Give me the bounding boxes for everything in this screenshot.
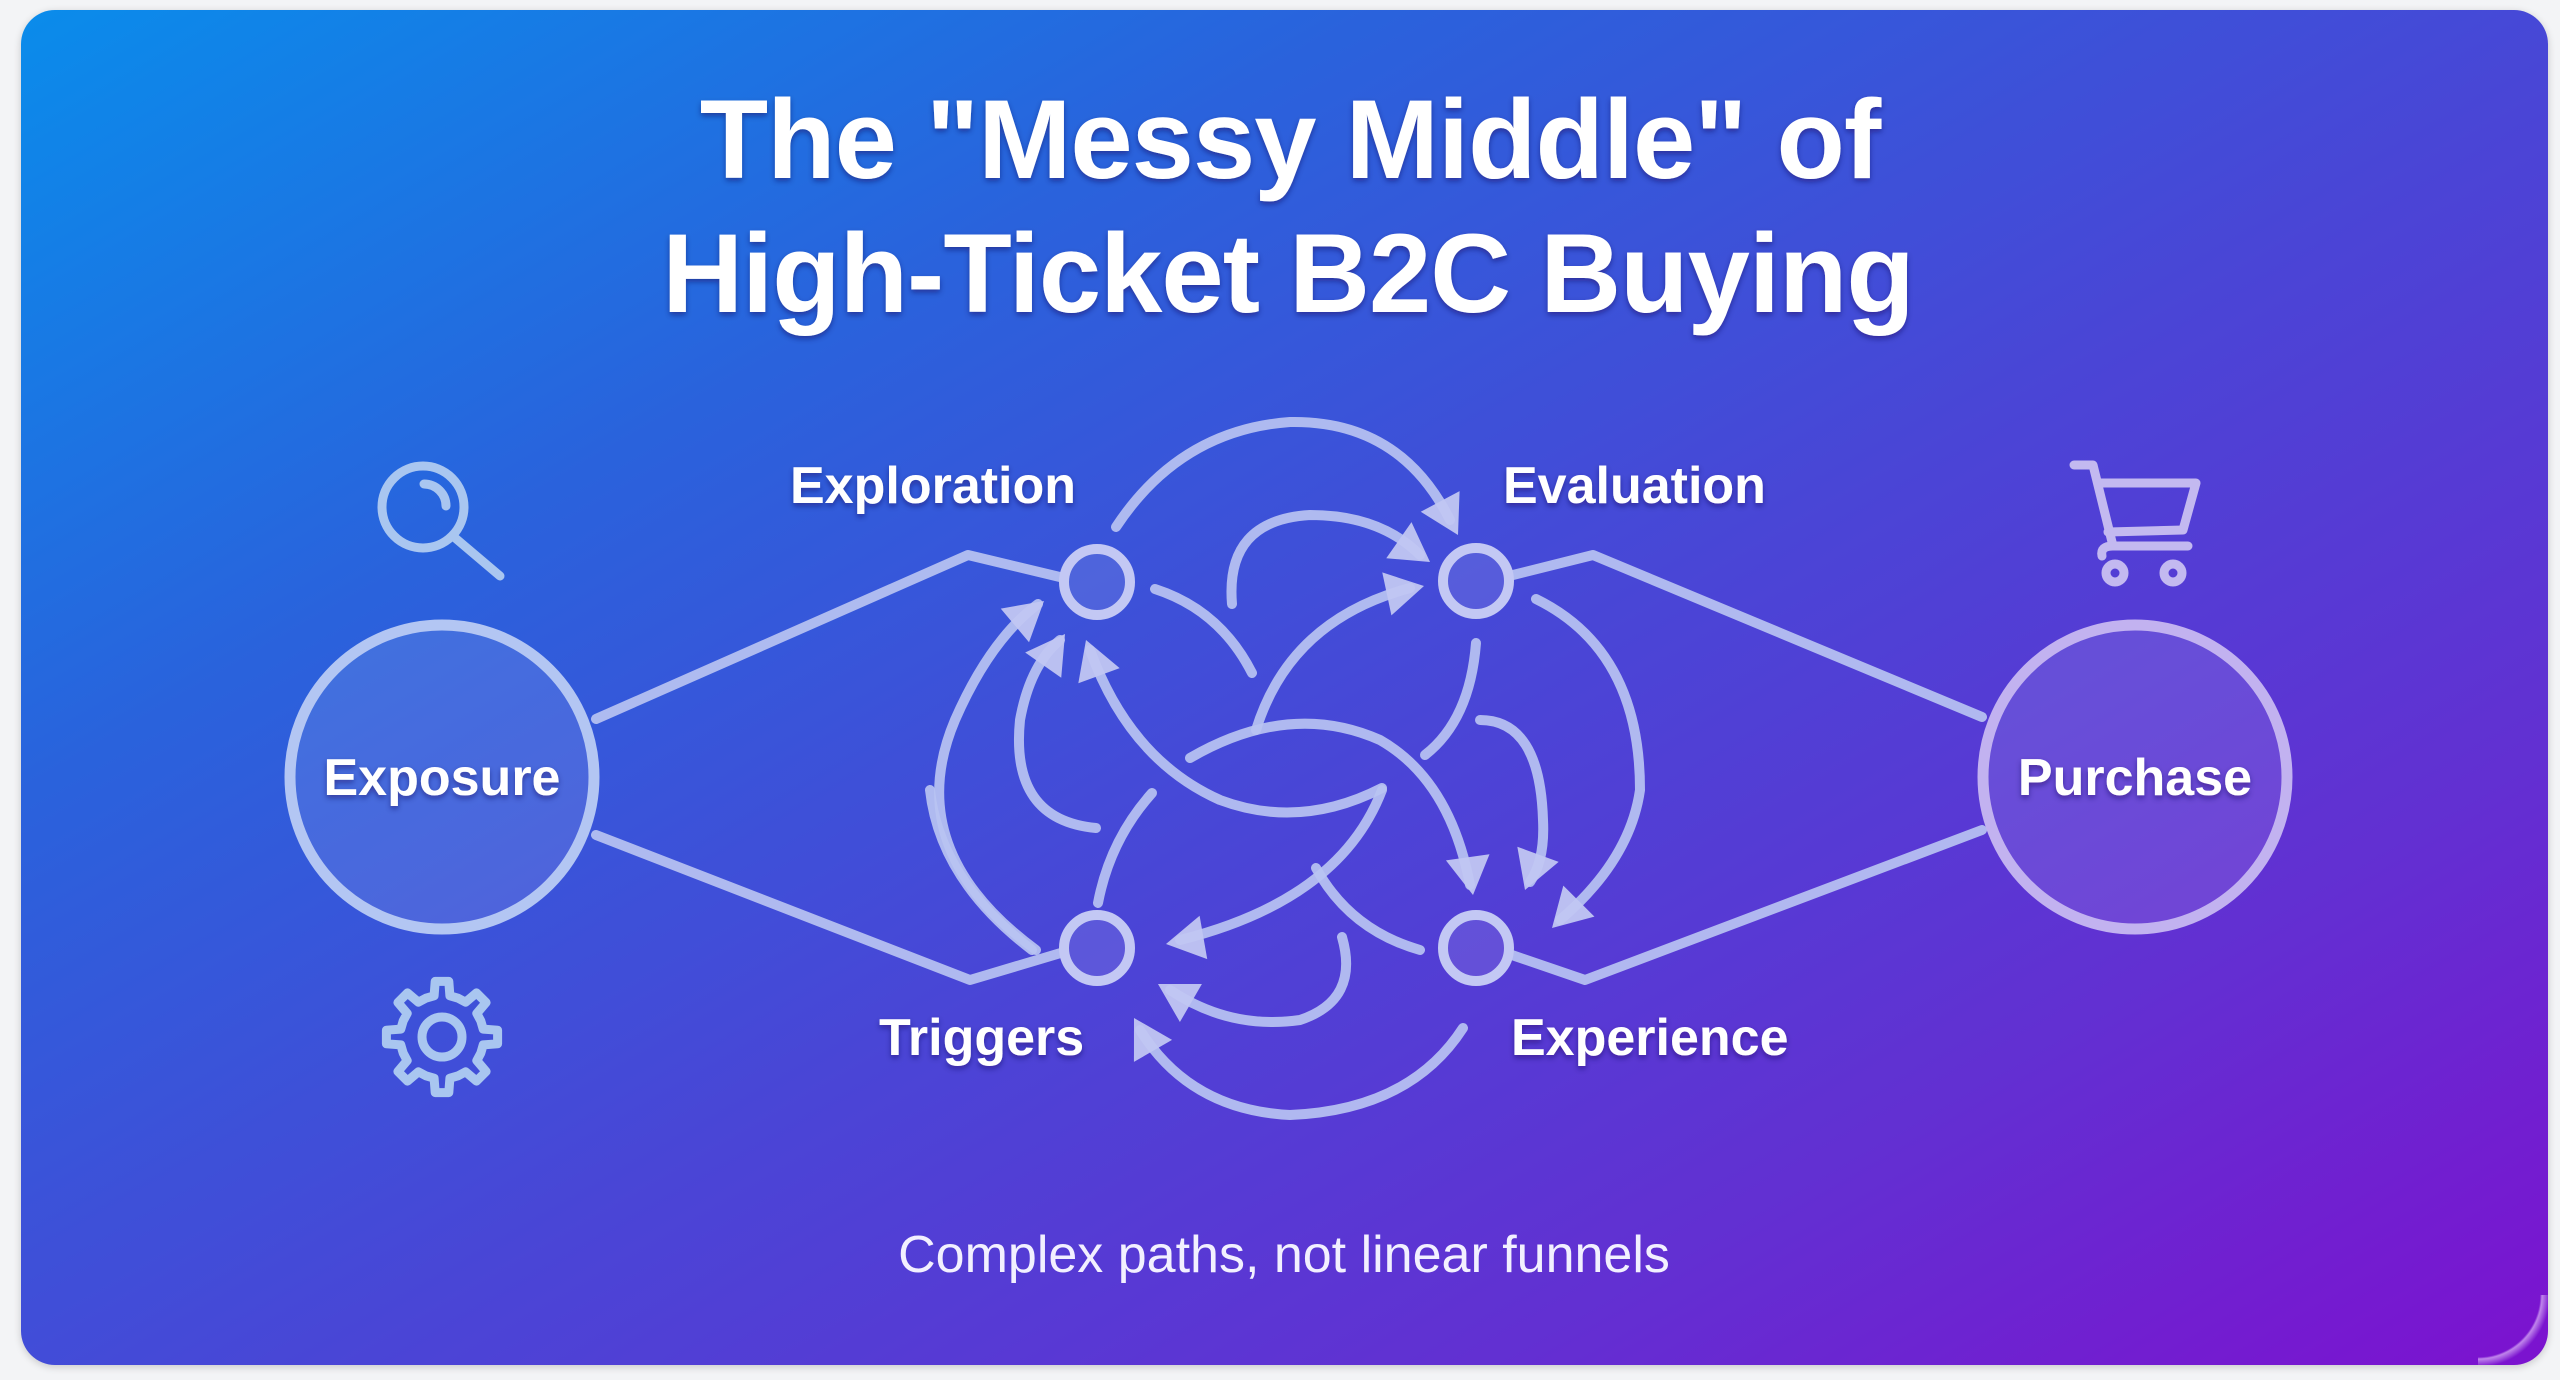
arrowhead-icon (1166, 915, 1208, 960)
arrowhead-icon (1445, 854, 1490, 895)
arrowhead-icon (1517, 846, 1559, 890)
caption: Complex paths, not linear funnels (898, 1226, 1670, 1284)
loop-exploration-to-evaluation (1226, 510, 1425, 609)
loop-arc (1165, 932, 1352, 1027)
evaluation-node (1438, 543, 1514, 619)
connector-evaluation-to-purchase (1504, 550, 1987, 722)
exposure-label: Exposure (324, 749, 561, 807)
loop-arrows (925, 416, 1645, 1120)
slide-card (21, 10, 2548, 1365)
purchase-circle (1977, 619, 2293, 935)
stage-exploration[interactable]: Exploration (790, 457, 1135, 620)
purchase-node[interactable]: Purchase (1977, 619, 2293, 935)
exposure-circle (284, 619, 600, 935)
gear-hole (417, 1012, 467, 1062)
loop-experience-to-exploration (1085, 645, 1387, 818)
arrowhead-icon (1386, 522, 1430, 562)
connector-exposure-to-exploration (591, 550, 1069, 724)
loop-exploration-to-experience (1150, 584, 1257, 678)
triggers-label: Triggers (879, 1009, 1084, 1067)
arrowhead-icon (1133, 1018, 1173, 1062)
arrowhead-icon (1382, 572, 1424, 616)
loop-evaluation-to-experience (1420, 638, 1481, 760)
loop-evaluation-to-experience (1185, 718, 1475, 890)
arrowhead-icon (1158, 983, 1202, 1023)
gear-icon (381, 976, 503, 1098)
title-line-2: High-Ticket B2C Buying (662, 211, 1914, 336)
arrowhead-icon (1078, 640, 1120, 684)
exposure-node[interactable]: Exposure (284, 619, 600, 935)
stage-evaluation[interactable]: Evaluation (1438, 457, 1766, 619)
loop-experience-to-triggers (1531, 594, 1645, 925)
loop-exploration-to-evaluation (1111, 416, 1455, 532)
search-icon (377, 461, 505, 581)
loop-arc (1311, 863, 1425, 955)
arrowhead-icon (1025, 634, 1065, 678)
loop-triggers-to-evaluation (1251, 583, 1415, 735)
exploration-node (1059, 544, 1135, 620)
arrowhead-icon (1000, 601, 1044, 643)
connector-lines (591, 550, 1987, 985)
experience-label: Experience (1511, 1009, 1789, 1067)
loop-experience-to-triggers (1175, 785, 1387, 945)
triggers-node (1059, 910, 1135, 986)
title-line-1: The "Messy Middle" of (700, 77, 1882, 202)
stage-triggers[interactable]: Triggers (879, 910, 1135, 1067)
stage-experience[interactable]: Experience (1438, 910, 1789, 1067)
experience-node (1438, 910, 1514, 986)
connector-experience-to-purchase (1504, 825, 1987, 985)
loop-arc (1135, 1023, 1468, 1120)
loop-arc (1093, 788, 1157, 908)
gear-outline (381, 976, 503, 1098)
arrowhead-icon (1420, 491, 1460, 535)
exploration-label: Exploration (790, 457, 1076, 515)
arrowhead-icon (1552, 885, 1595, 928)
evaluation-label: Evaluation (1503, 457, 1766, 515)
shopping-cart-icon (2069, 460, 2201, 587)
loop-arc (925, 785, 1037, 955)
purchase-label: Purchase (2018, 749, 2252, 807)
connector-exposure-to-triggers (591, 830, 1069, 985)
